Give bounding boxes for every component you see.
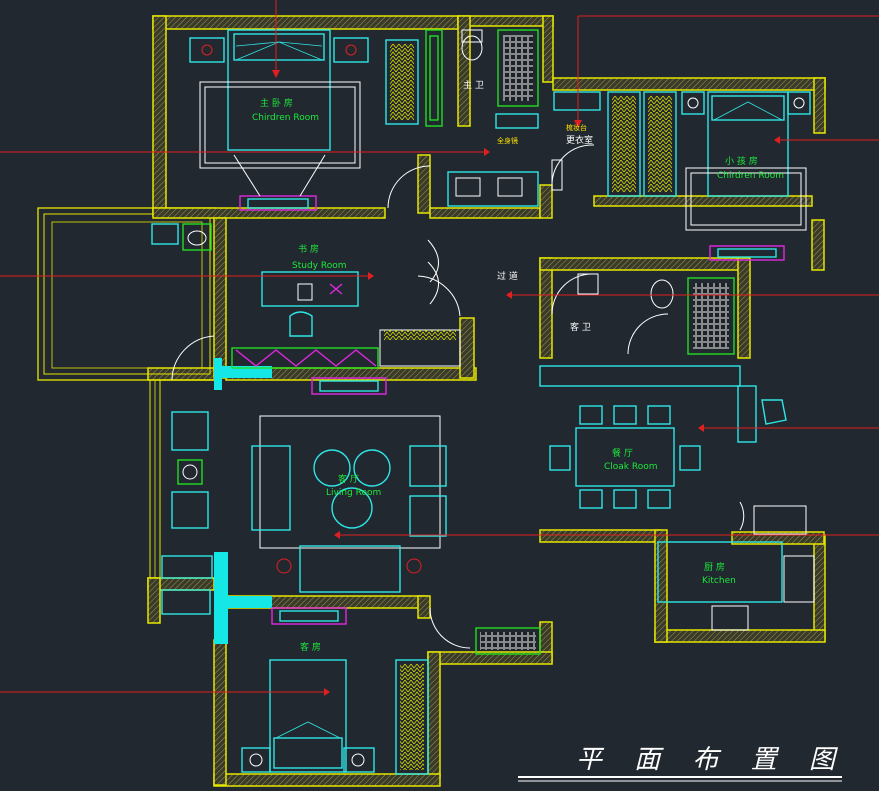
room-labels: 主 卧 房 Chirdren Room 主 卫 全身镜 梳妆台 更衣室 小 孩 … [252,79,784,653]
cloakroom-label: 更衣室 [566,134,593,146]
guest-bath-fixtures [539,273,741,387]
master-bath-label: 主 卫 [463,79,484,91]
kitchen-label-en: Kitchen [702,576,736,586]
leader-lines [0,0,879,696]
interior-walls [152,15,825,643]
living-label-cn: 客 厅 [338,473,359,485]
living-label-en: Living Room [326,488,381,498]
vanity-label: 梳妆台 [566,123,587,132]
dining-furniture [549,385,787,509]
study-furniture [151,223,461,369]
master-bedroom-label-cn: 主 卧 房 [260,97,293,109]
drawing-title: 平 面 布 置 图 [576,745,847,775]
mirror-label: 全身镜 [497,136,518,145]
kitchen-fixtures [657,501,815,631]
children-room-label-en: Chirdren Room [717,171,784,181]
study-label-en: Study Room [292,261,346,271]
cloakroom-furniture [551,91,677,197]
living-room-furniture [161,335,447,615]
guest-room-label: 客 房 [300,641,321,653]
dining-label-en: Cloak Room [604,462,658,472]
drawing-title-block: 平 面 布 置 图 [518,745,847,782]
exterior-walls [37,15,826,787]
structural-columns [214,358,272,644]
guest-bath-label: 客 卫 [570,321,591,333]
study-label-cn: 书 房 [298,243,319,255]
master-bedroom-furniture [189,29,443,211]
guest-room-furniture [241,607,541,775]
master-bath-fixtures [387,29,539,209]
dining-label-cn: 餐 厅 [612,447,633,459]
kitchen-label-cn: 厨 房 [704,561,725,573]
master-bedroom-label-en: Chirdren Room [252,113,319,123]
corridor-label: 过 道 [497,270,518,282]
children-room-label-cn: 小 孩 房 [725,155,758,167]
children-room-furniture [681,91,811,261]
